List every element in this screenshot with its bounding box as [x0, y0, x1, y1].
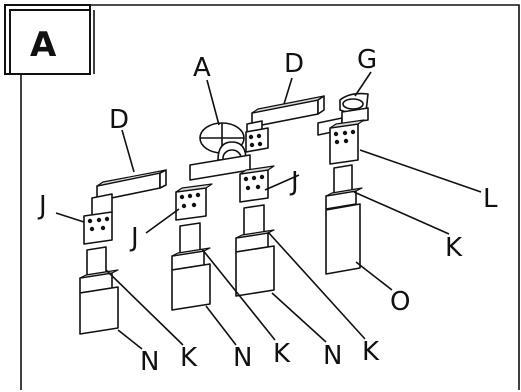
- label-g: G: [357, 45, 377, 75]
- rotary-unit: [189, 122, 269, 181]
- rail-d-left: [91, 169, 167, 217]
- label-k-right: K: [445, 233, 463, 263]
- diagram-frame: [20, 4, 520, 390]
- label-a: A: [193, 53, 211, 83]
- module-column-2: [171, 183, 213, 311]
- module-l: [325, 119, 365, 275]
- label-k-1: K: [180, 343, 198, 373]
- label-n-1: N: [140, 347, 159, 377]
- label-d-left: D: [109, 105, 129, 135]
- panel-label: A: [30, 25, 57, 65]
- label-n-3: N: [323, 341, 342, 371]
- module-column-1: [79, 211, 119, 335]
- panel-label-box: A: [4, 4, 91, 75]
- label-l: L: [483, 184, 498, 214]
- label-j-mid-right: J: [289, 167, 299, 197]
- label-j-left: J: [37, 191, 47, 221]
- label-k-3: K: [362, 337, 380, 367]
- module-column-3: [235, 165, 275, 297]
- label-k-2: K: [273, 339, 291, 369]
- label-d-center: D: [284, 49, 304, 79]
- leader-lines: [55, 71, 482, 350]
- label-n-2: N: [233, 343, 252, 373]
- label-o: O: [390, 287, 410, 317]
- part-labels: A D G D J J J L K O N K N K N K: [37, 45, 498, 377]
- label-j-mid-left: J: [129, 223, 139, 253]
